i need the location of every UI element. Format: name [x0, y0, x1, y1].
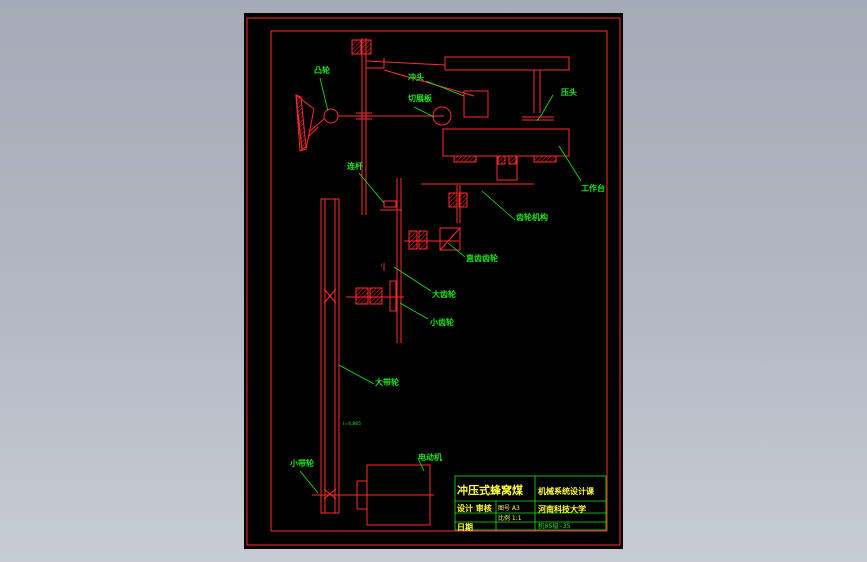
label-dimension: I=4.885	[343, 421, 361, 427]
title-block-school: 河南科技大学	[538, 504, 586, 514]
title-block	[454, 475, 607, 531]
label-worktable: 工作台	[581, 183, 605, 193]
leader-lines	[299, 77, 582, 494]
outer-frame	[246, 17, 621, 546]
label-straight-gear: 直齿齿轮	[466, 253, 498, 263]
cad-viewport[interactable]: 凸轮 冲头 切展板 压头 工作台 连杆 齿轮机构 直齿齿轮 大齿轮 小齿轮 大带…	[244, 13, 623, 549]
gear-train	[346, 178, 461, 343]
label-feed-mech: 切展板	[408, 93, 433, 103]
label-press-head: 压头	[561, 87, 577, 97]
main-vertical-shaft	[351, 38, 372, 215]
title-block-row3-left: 日期	[457, 522, 473, 532]
worktable	[421, 128, 570, 223]
label-big-pulley: 大带轮	[375, 377, 399, 387]
title-block-drawing-no: 图号 A3	[498, 505, 520, 512]
title-block-code: 机05级-35	[538, 521, 571, 530]
inner-frame	[270, 30, 608, 532]
label-punch-head: 冲头	[408, 72, 424, 82]
title-block-row2-mid: 比例 1:1	[498, 514, 522, 522]
label-gear-mech: 齿轮机构	[516, 212, 548, 222]
label-motor: 电动机	[418, 452, 442, 462]
title-block-course: 机械系统设计课	[538, 486, 595, 496]
label-small-gear: 小齿轮	[429, 317, 454, 327]
title-block-title: 冲压式蜂窝煤	[457, 483, 524, 497]
label-big-gear: 大齿轮	[432, 289, 456, 299]
belt-drive	[312, 198, 434, 514]
mechanism-drawing: 凸轮 冲头 切展板 压头 工作台 连杆 齿轮机构 直齿齿轮 大齿轮 小齿轮 大带…	[246, 17, 621, 546]
label-mark-i: I	[381, 263, 382, 269]
title-block-row2-left: 设计 审核	[457, 503, 492, 513]
label-small-pulley: 小带轮	[289, 458, 314, 468]
punch-linkage	[365, 56, 570, 126]
cam-assembly	[295, 93, 444, 152]
motor	[356, 464, 431, 526]
label-cam: 凸轮	[314, 65, 330, 75]
label-linkage: 连杆	[347, 161, 363, 171]
